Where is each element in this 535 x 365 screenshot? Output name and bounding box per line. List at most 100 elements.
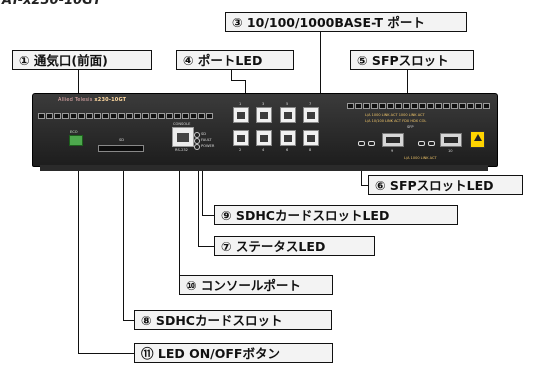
vent-slot bbox=[206, 113, 213, 119]
vent-slot bbox=[70, 113, 77, 119]
vent-slot bbox=[387, 103, 394, 109]
rj45-port[interactable] bbox=[256, 130, 272, 146]
leader-status-led-v bbox=[198, 144, 199, 246]
rj45-port[interactable] bbox=[280, 130, 296, 146]
brand-name: Allied Telesis bbox=[58, 97, 93, 103]
vent-slot bbox=[395, 103, 402, 109]
callout-status-led: ⑦ ステータスLED bbox=[214, 236, 375, 256]
sfp-led bbox=[358, 141, 365, 146]
leader-port-leds-h bbox=[231, 80, 245, 81]
port-number: 5 bbox=[286, 102, 289, 106]
vent-slot bbox=[451, 103, 458, 109]
rj45-port[interactable] bbox=[280, 107, 296, 123]
vent-slot bbox=[142, 113, 149, 119]
leader-status-led-h bbox=[198, 246, 214, 247]
leader-sd-slot-v bbox=[123, 152, 124, 320]
port-number: 3 bbox=[262, 102, 265, 106]
vent-slot bbox=[174, 113, 181, 119]
vent-slot bbox=[158, 113, 165, 119]
eco-label: ECO bbox=[70, 130, 78, 134]
vent-slot bbox=[347, 103, 354, 109]
port-number: 1 bbox=[239, 102, 242, 106]
chassis-base bbox=[40, 165, 488, 171]
page-title: AT-x230-10GT bbox=[2, 0, 102, 8]
sfp-slot[interactable] bbox=[440, 133, 462, 147]
vent-slot bbox=[94, 113, 101, 119]
vent-slot bbox=[54, 113, 61, 119]
status-fault-label: FAULT bbox=[201, 138, 212, 142]
vent-slot bbox=[419, 103, 426, 109]
vent-slot bbox=[411, 103, 418, 109]
leader-port-leds-v bbox=[245, 80, 246, 98]
vent-slot bbox=[355, 103, 362, 109]
vent-slot bbox=[435, 103, 442, 109]
port-number: 2 bbox=[239, 148, 242, 152]
led-legend-bottom: L/A 10/100 LINK ACT FDX HDX COL bbox=[365, 119, 427, 123]
rj45-port[interactable] bbox=[233, 130, 249, 146]
vent-slot bbox=[443, 103, 450, 109]
vent-slot bbox=[166, 113, 173, 119]
vent-slot bbox=[86, 113, 93, 119]
sfp-slot[interactable] bbox=[382, 133, 404, 147]
status-power-label: POWER bbox=[201, 144, 215, 148]
port-number: 6 bbox=[286, 148, 289, 152]
sd-led bbox=[194, 132, 200, 138]
vent-slot bbox=[62, 113, 69, 119]
leader-port-leds bbox=[231, 70, 232, 80]
vent-slot bbox=[403, 103, 410, 109]
vent-slot bbox=[38, 113, 45, 119]
front-vent-right bbox=[347, 103, 490, 109]
sfp-led bbox=[418, 141, 425, 146]
callout-sfp-slot-led: ⑥ SFPスロットLED bbox=[368, 175, 523, 195]
status-sd-label: SD bbox=[201, 132, 207, 136]
sfp-port-number: 10 bbox=[448, 149, 453, 153]
callout-sfp-slot: ⑤ SFPスロット bbox=[350, 50, 474, 70]
callout-sdhc-slot-led: ⑨ SDHCカードスロットLED bbox=[214, 205, 458, 225]
console-label: CONSOLE bbox=[173, 122, 191, 126]
leader-sd-led-v bbox=[202, 136, 203, 215]
vent-slot bbox=[102, 113, 109, 119]
callout-sdhc-slot: ⑧ SDHCカードスロット bbox=[134, 310, 332, 330]
model-name: x230-10GT bbox=[94, 97, 127, 103]
vent-slot bbox=[198, 113, 205, 119]
callout-vent: ① 通気口(前面) bbox=[12, 50, 152, 70]
vent-slot bbox=[182, 113, 189, 119]
vent-slot bbox=[459, 103, 466, 109]
vent-slot bbox=[46, 113, 53, 119]
laser-warning-icon bbox=[470, 131, 485, 148]
fault-led bbox=[194, 138, 200, 144]
rj45-port[interactable] bbox=[303, 130, 319, 146]
sfp-led-legend: L/A 1000 LINK ACT bbox=[404, 156, 437, 160]
rj45-port[interactable] bbox=[303, 107, 319, 123]
rj45-port[interactable] bbox=[256, 107, 272, 123]
callout-led-onoff-button: ⑪ LED ON/OFFボタン bbox=[134, 343, 333, 363]
vent-slot bbox=[78, 113, 85, 119]
led-onoff-button[interactable] bbox=[69, 135, 83, 146]
vent-slot bbox=[190, 113, 197, 119]
sd-slot-label: SD bbox=[119, 138, 125, 142]
callout-port-leds: ④ ポートLED bbox=[176, 50, 294, 70]
port-number: 8 bbox=[309, 148, 312, 152]
vent-slot bbox=[126, 113, 133, 119]
console-port[interactable] bbox=[172, 127, 194, 147]
callout-console-port: ⑩ コンソールポート bbox=[179, 275, 333, 295]
vent-slot bbox=[363, 103, 370, 109]
vent-slot bbox=[110, 113, 117, 119]
vent-slot bbox=[150, 113, 157, 119]
sfp-led bbox=[428, 141, 435, 146]
sdhc-card-slot[interactable] bbox=[98, 145, 144, 152]
sfp-led bbox=[368, 141, 375, 146]
vent-slot bbox=[427, 103, 434, 109]
vent-slot bbox=[118, 113, 125, 119]
port-number: 7 bbox=[309, 102, 312, 106]
leader-console-v bbox=[179, 150, 180, 285]
brand-label: Allied Telesis x230-10GT bbox=[58, 97, 126, 103]
leader-sfp-led-h bbox=[361, 185, 368, 186]
vent-slot bbox=[483, 103, 490, 109]
vent-slot bbox=[371, 103, 378, 109]
leader-sd-led-h bbox=[202, 215, 214, 216]
leader-sd-slot-h bbox=[123, 320, 134, 321]
vent-slot bbox=[467, 103, 474, 109]
callout-rj45-ports: ③ 10/100/1000BASE-T ポート bbox=[225, 12, 467, 32]
rj45-port[interactable] bbox=[233, 107, 249, 123]
